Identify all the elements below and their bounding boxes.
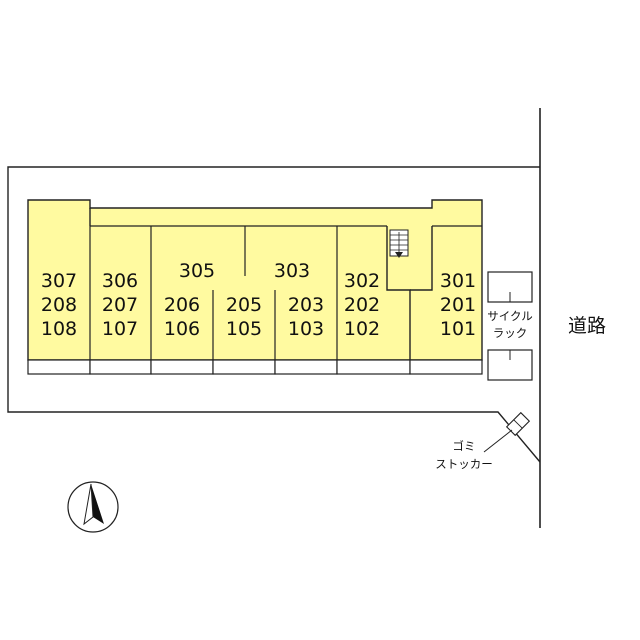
room-number: 206 — [164, 294, 200, 316]
unit-col-2: 306 207 107 — [102, 270, 138, 340]
unit-col-3: 305 206 106 — [164, 260, 215, 340]
unit-col-5: 303 203 103 — [274, 260, 324, 340]
room-number: 203 — [288, 294, 324, 316]
balcony-strip — [27, 359, 483, 375]
garbage-label: ストッカー — [435, 457, 493, 471]
room-number: 208 — [41, 294, 77, 316]
garbage-label: ゴミ — [453, 439, 476, 453]
room-number: 108 — [41, 318, 77, 340]
room-number: 105 — [226, 318, 262, 340]
room-number: 207 — [102, 294, 138, 316]
room-number: 102 — [344, 318, 380, 340]
room-number: 307 — [41, 270, 77, 292]
cycle-rack-label: サイクル — [487, 309, 532, 323]
unit-col-4: 205 105 — [226, 294, 262, 340]
room-number: 101 — [440, 318, 476, 340]
unit-col-1: 307 208 108 — [41, 270, 77, 340]
room-number: 301 — [440, 270, 476, 292]
room-number: 106 — [164, 318, 200, 340]
room-number: 306 — [102, 270, 138, 292]
room-number: 103 — [288, 318, 324, 340]
unit-col-7: 301 201 101 — [440, 270, 476, 340]
unit-col-6: 302 202 102 — [344, 270, 380, 340]
stair-icon — [389, 229, 409, 258]
room-number: 305 — [179, 260, 215, 282]
cycle-rack-label: ラック — [493, 326, 528, 340]
room-number: 205 — [226, 294, 262, 316]
room-number: 107 — [102, 318, 138, 340]
garbage-leader-line — [483, 429, 513, 453]
cycle-rack: サイクル ラック — [487, 271, 533, 381]
room-number: 202 — [344, 294, 380, 316]
room-number: 302 — [344, 270, 380, 292]
north-arrow-icon — [67, 481, 119, 533]
room-number: 201 — [440, 294, 476, 316]
stair-wall-right — [410, 226, 433, 291]
garbage-stocker: ゴミ ストッカー — [435, 411, 531, 471]
road-label: 道路 — [568, 315, 606, 337]
room-number: 303 — [274, 260, 310, 282]
stair-wall-left — [386, 226, 411, 360]
